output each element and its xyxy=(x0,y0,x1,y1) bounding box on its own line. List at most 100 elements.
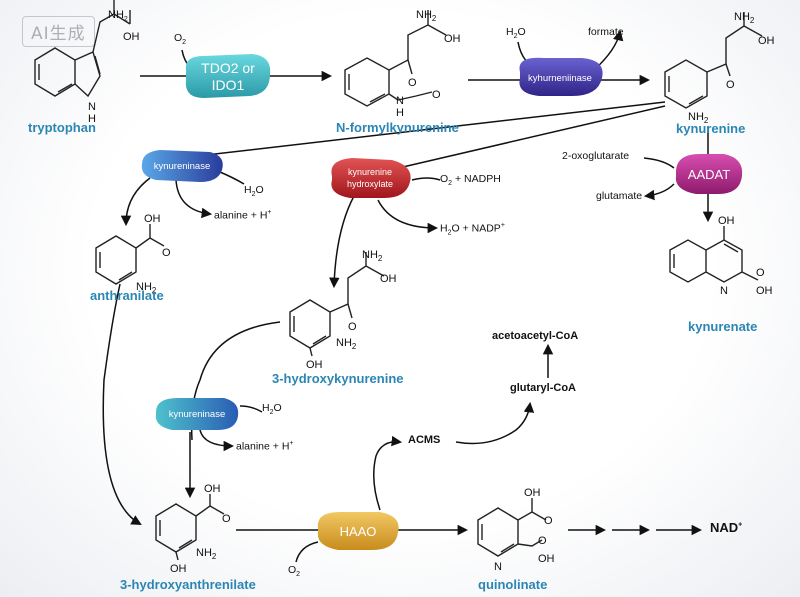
svg-text:OH: OH xyxy=(538,553,555,565)
o2-nadph-curve xyxy=(411,177,441,181)
label-kynurenine: kynurenine xyxy=(676,121,746,136)
svg-text:O: O xyxy=(162,247,171,259)
enzyme-kynurenilase-top: kyhurneniinase xyxy=(519,57,603,96)
svg-text:OH: OH xyxy=(204,483,221,495)
kyn-branch-left xyxy=(179,101,666,159)
svg-text:AADAT: AADAT xyxy=(688,167,730,182)
svg-text:O: O xyxy=(756,267,765,279)
cofactor-h2o-top: H2O xyxy=(506,26,526,41)
arrow-to-3hk xyxy=(329,195,355,289)
cofactor-h2o-2: H2O xyxy=(262,402,282,417)
enzyme-tdo: TDO2 or IDO1 xyxy=(185,54,271,98)
label-acetoacetyl-coa: acetoacetyl-CoA xyxy=(492,330,579,342)
svg-text:IDO1: IDO1 xyxy=(212,77,245,93)
kyn-branch-right xyxy=(389,105,666,171)
svg-text:NH2: NH2 xyxy=(416,9,437,23)
svg-text:HAAO: HAAO xyxy=(340,524,377,539)
label-anthranilate: anthranilate xyxy=(90,288,164,303)
hydroxyanthranilate-structure xyxy=(155,494,225,561)
svg-text:OH: OH xyxy=(444,33,461,45)
svg-text:kynureninase: kynureninase xyxy=(169,409,226,420)
svg-text:OH: OH xyxy=(758,35,775,47)
svg-text:OH: OH xyxy=(380,273,397,285)
quinolinate-structure xyxy=(477,498,547,557)
svg-text:hydroxylate: hydroxylate xyxy=(347,179,393,189)
h2o-1-curve xyxy=(219,171,245,185)
svg-text:N: N xyxy=(396,95,404,107)
svg-text:kynureninase: kynureninase xyxy=(154,161,211,172)
svg-text:OH: OH xyxy=(718,215,735,227)
svg-text:OH: OH xyxy=(524,487,541,499)
o2-bottom-curve xyxy=(295,541,319,563)
svg-text:O: O xyxy=(408,77,417,89)
cofactor-2-oxoglutarate: 2-oxoglutarate xyxy=(562,150,630,162)
svg-text:O: O xyxy=(544,515,553,527)
haao-to-acms-curve xyxy=(373,435,403,511)
oxoglutarate-curve xyxy=(643,157,675,169)
anthranilate-structure xyxy=(95,224,165,285)
label-3-hydroxyanthranilate: 3-hydroxyanthrenilate xyxy=(120,577,256,592)
kynurenate-structure xyxy=(669,226,759,283)
alanine-2-curve xyxy=(199,429,235,452)
cofactor-alanine-2: alanine + H+ xyxy=(236,440,294,453)
h2o-2-curve xyxy=(239,405,263,413)
cofactor-o2-top: O2 xyxy=(174,32,187,47)
svg-text:NH2: NH2 xyxy=(196,547,217,561)
label-quinolinate: quinolinate xyxy=(478,577,548,592)
ai-generated-watermark: AI生成 xyxy=(22,16,95,47)
atom-labels: N H NH2 OH NH2 OH O N H O NH2 OH O NH2 O… xyxy=(88,9,775,575)
hydroxykynurenine-structure xyxy=(289,252,385,357)
svg-text:O: O xyxy=(726,79,735,91)
label-acms: ACMS xyxy=(408,434,441,446)
h2o-nadp-curve xyxy=(377,199,439,234)
svg-text:kynurenine: kynurenine xyxy=(348,167,392,177)
svg-text:NH2: NH2 xyxy=(688,111,709,125)
cofactor-o2-bottom: O2 xyxy=(288,564,301,579)
svg-text:NH2: NH2 xyxy=(136,281,157,295)
svg-text:N: N xyxy=(88,101,96,113)
label-glutaryl-coa: glutaryl-CoA xyxy=(510,382,576,394)
svg-text:OH: OH xyxy=(756,285,773,297)
svg-text:O: O xyxy=(348,321,357,333)
label-n-formylkynurenine: N-formylkynurenine xyxy=(336,120,459,135)
svg-text:O: O xyxy=(222,513,231,525)
svg-text:OH: OH xyxy=(123,31,140,43)
structure-lines xyxy=(34,0,763,561)
cofactor-h2o-1: H2O xyxy=(244,184,264,199)
label-tryptophan: tryptophan xyxy=(28,120,96,135)
svg-text:OH: OH xyxy=(170,563,187,575)
svg-text:O: O xyxy=(432,89,441,101)
svg-text:N: N xyxy=(494,561,502,573)
cofactor-glutamate: glutamate xyxy=(596,190,643,202)
svg-text:OH: OH xyxy=(306,359,323,371)
arrow-acms-to-glutaryl xyxy=(455,401,535,445)
n-formylkynurenine-structure xyxy=(344,10,447,107)
pathway-arrows xyxy=(102,29,714,563)
enzyme-kynurenine-hydroxylase: kynurenine hydroxylate xyxy=(331,158,411,198)
svg-text:NH2: NH2 xyxy=(362,249,383,263)
svg-text:N: N xyxy=(720,285,728,297)
svg-text:NH2: NH2 xyxy=(336,337,357,351)
svg-text:TDO2 or: TDO2 or xyxy=(201,60,255,76)
kynurenine-structure xyxy=(664,12,763,109)
arrow-to-anthranilate xyxy=(120,177,151,227)
enzyme-haao: HAAO xyxy=(317,512,399,550)
svg-text:H: H xyxy=(396,107,404,119)
arrow-anthranilate-to-3ha xyxy=(102,283,142,526)
glutamate-curve xyxy=(643,183,675,201)
cofactor-h2o-nadp: H2O + NADP+ xyxy=(440,222,505,237)
cofactor-alanine-1: alanine + H+ xyxy=(214,209,272,222)
enzyme-aadat: AADAT xyxy=(675,154,743,194)
label-kynurenate: kynurenate xyxy=(688,319,758,334)
svg-text:H: H xyxy=(88,113,96,125)
label-nad: NAD+ xyxy=(710,520,743,535)
svg-text:O: O xyxy=(538,535,547,547)
label-3-hydroxykynurenine: 3-hydroxykynurenine xyxy=(272,371,404,386)
svg-text:NH2: NH2 xyxy=(734,11,755,25)
svg-text:kyhurneniinase: kyhurneniinase xyxy=(528,73,592,84)
enzyme-kynureninase-1: kynureninase xyxy=(141,150,223,182)
enzyme-kynureninase-2: kynureninase xyxy=(155,398,239,430)
svg-text:NH2: NH2 xyxy=(108,9,128,23)
